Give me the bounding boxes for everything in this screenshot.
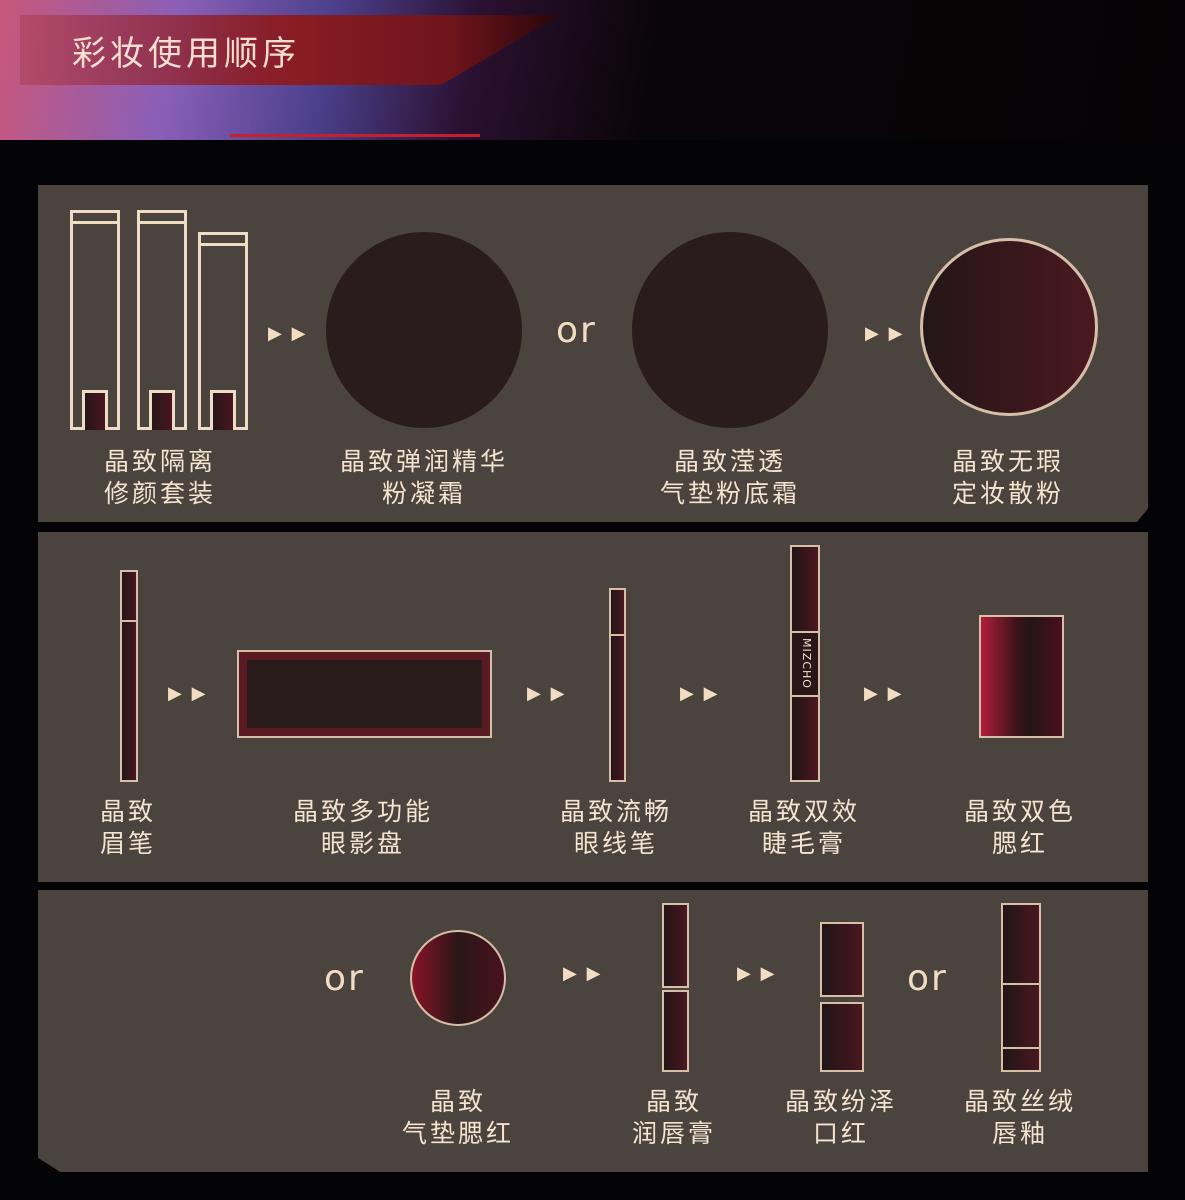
primer-tube-icon [137, 210, 187, 430]
step-panel-eyes [38, 532, 1148, 882]
lipstick-icon [820, 922, 864, 1072]
product-label: 晶致隔离修颜套装 [103, 447, 216, 508]
product-label: 晶致纷泽口红 [784, 1087, 897, 1148]
next-arrow-icon: ▶ ▶ [268, 323, 308, 344]
brand-logo: MIZCHO [799, 638, 813, 689]
or-connector: or [324, 958, 365, 999]
next-arrow-icon: ▶ ▶ [864, 683, 904, 704]
primer-tube-icon [198, 232, 248, 430]
next-arrow-icon: ▶ ▶ [168, 683, 208, 704]
next-arrow-icon: ▶ ▶ [865, 323, 905, 344]
brow-pencil-icon [120, 570, 138, 782]
next-arrow-icon: ▶ ▶ [527, 683, 567, 704]
cushion-compact-icon [632, 232, 828, 428]
step-panel-lips [38, 890, 1148, 1172]
next-arrow-icon: ▶ ▶ [737, 963, 777, 984]
product-label: 晶致流畅眼线笔 [559, 797, 672, 858]
eyeliner-icon [609, 588, 626, 782]
lip-glaze-icon [1001, 903, 1041, 1072]
eyeshadow-palette-icon [237, 650, 492, 738]
divider [230, 134, 480, 137]
cushion-blush-icon [410, 930, 506, 1026]
lip-balm-icon [662, 903, 689, 1072]
product-label: 晶致多功能眼影盘 [292, 797, 433, 858]
product-label: 晶致弹润精华粉凝霜 [339, 447, 508, 508]
mascara-icon: MIZCHO [790, 545, 820, 782]
or-connector: or [556, 310, 597, 351]
next-arrow-icon: ▶ ▶ [563, 963, 603, 984]
product-label: 晶致丝绒唇釉 [963, 1087, 1076, 1148]
product-label: 晶致双色腮红 [963, 797, 1076, 858]
product-label: 晶致无瑕定妆散粉 [951, 447, 1064, 508]
loose-powder-icon [920, 238, 1098, 416]
or-connector: or [907, 958, 948, 999]
next-arrow-icon: ▶ ▶ [680, 683, 720, 704]
product-label: 晶致双效睫毛膏 [747, 797, 860, 858]
product-label: 晶致滢透气垫粉底霜 [659, 447, 800, 508]
product-label: 晶致润唇膏 [631, 1087, 716, 1148]
product-label: 晶致气垫腮红 [401, 1087, 514, 1148]
page-title: 彩妆使用顺序 [72, 34, 300, 74]
primer-tube-icon [70, 210, 120, 430]
blush-compact-icon [979, 615, 1064, 738]
product-label: 晶致眉笔 [99, 797, 156, 858]
cream-jar-icon [326, 232, 522, 428]
